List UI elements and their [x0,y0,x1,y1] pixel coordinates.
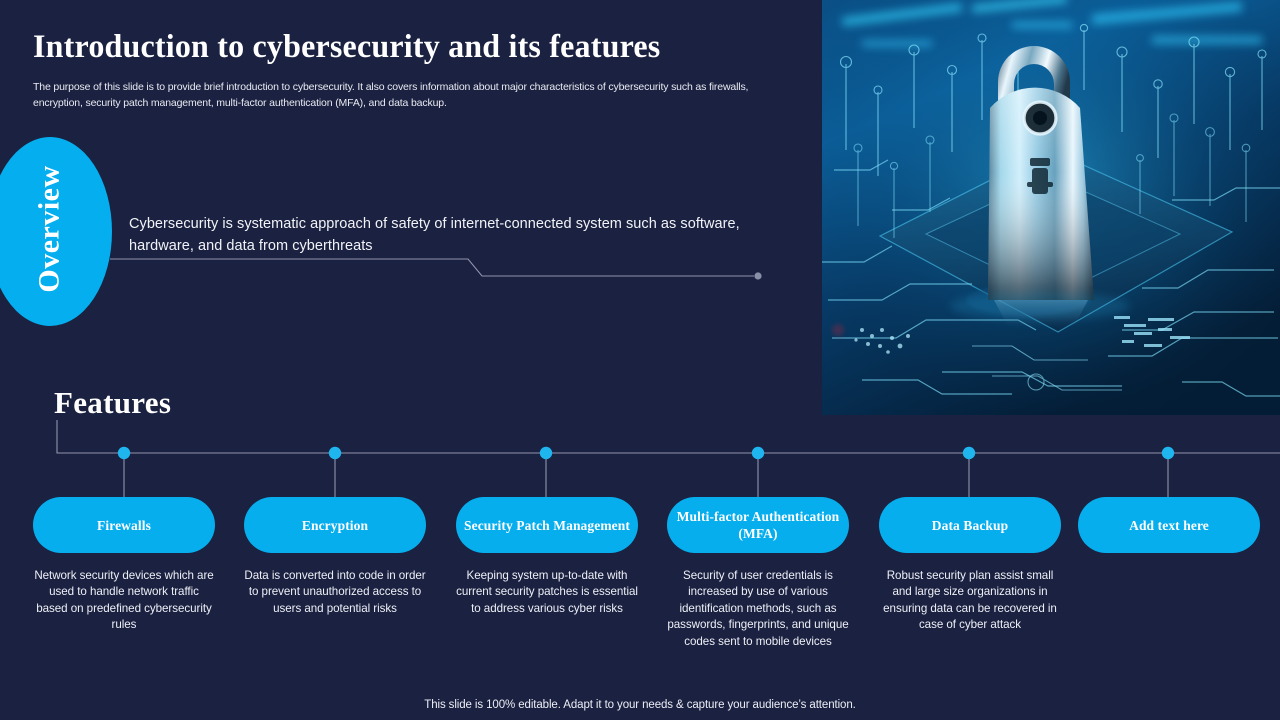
feature-card-security-patch-management[interactable]: Security Patch Management Keeping system… [456,497,638,617]
feature-card-firewalls[interactable]: Firewalls Network security devices which… [33,497,215,634]
padlock-on-circuit-icon [822,0,1280,415]
feature-description: Security of user credentials is increase… [667,569,849,648]
footer-note: This slide is 100% editable. Adapt it to… [424,699,856,711]
features-heading: Features [54,385,172,420]
feature-label: Add text here [1129,517,1209,533]
feature-description: Keeping system up-to-date with current s… [456,569,638,615]
feature-pill[interactable]: Add text here [1078,497,1260,553]
overview-text: Cybersecurity is systematic approach of … [129,216,740,254]
feature-card-encryption[interactable]: Encryption Data is converted into code i… [244,497,426,617]
feature-pill[interactable]: Multi-factor Authentication (MFA) [667,497,849,553]
features-card-row: Firewalls Network security devices which… [0,497,1280,677]
feature-card-multi-factor-authentication[interactable]: Multi-factor Authentication (MFA) Securi… [667,497,849,650]
padlock-circuit-board-image [822,0,1280,415]
page-title: Introduction to cybersecurity and its fe… [33,29,661,65]
feature-description: Data is converted into code in order to … [244,569,426,615]
feature-pill[interactable]: Security Patch Management [456,497,638,553]
feature-label: Firewalls [97,517,151,533]
feature-description: Network security devices which are used … [34,569,214,632]
features-timeline [56,420,1280,497]
feature-card-add-text-here[interactable]: Add text here [1078,497,1260,568]
feature-label: Encryption [301,517,369,533]
feature-description: Robust security plan assist small and la… [883,569,1057,632]
feature-pill[interactable]: Encryption [244,497,426,553]
feature-label: Data Backup [931,517,1009,533]
overview-badge: Overview [0,137,112,326]
feature-pill[interactable]: Data Backup [879,497,1061,553]
feature-card-data-backup[interactable]: Data Backup Robust security plan assist … [879,497,1061,634]
feature-pill[interactable]: Firewalls [33,497,215,553]
feature-label: Multi-factor Authentication (MFA) [676,509,840,541]
overview-label: Overview [33,164,66,293]
overview-label-wrap: Overview [0,137,112,326]
feature-label: Security Patch Management [464,517,630,533]
page-subtitle: The purpose of this slide is to provide … [33,81,749,109]
